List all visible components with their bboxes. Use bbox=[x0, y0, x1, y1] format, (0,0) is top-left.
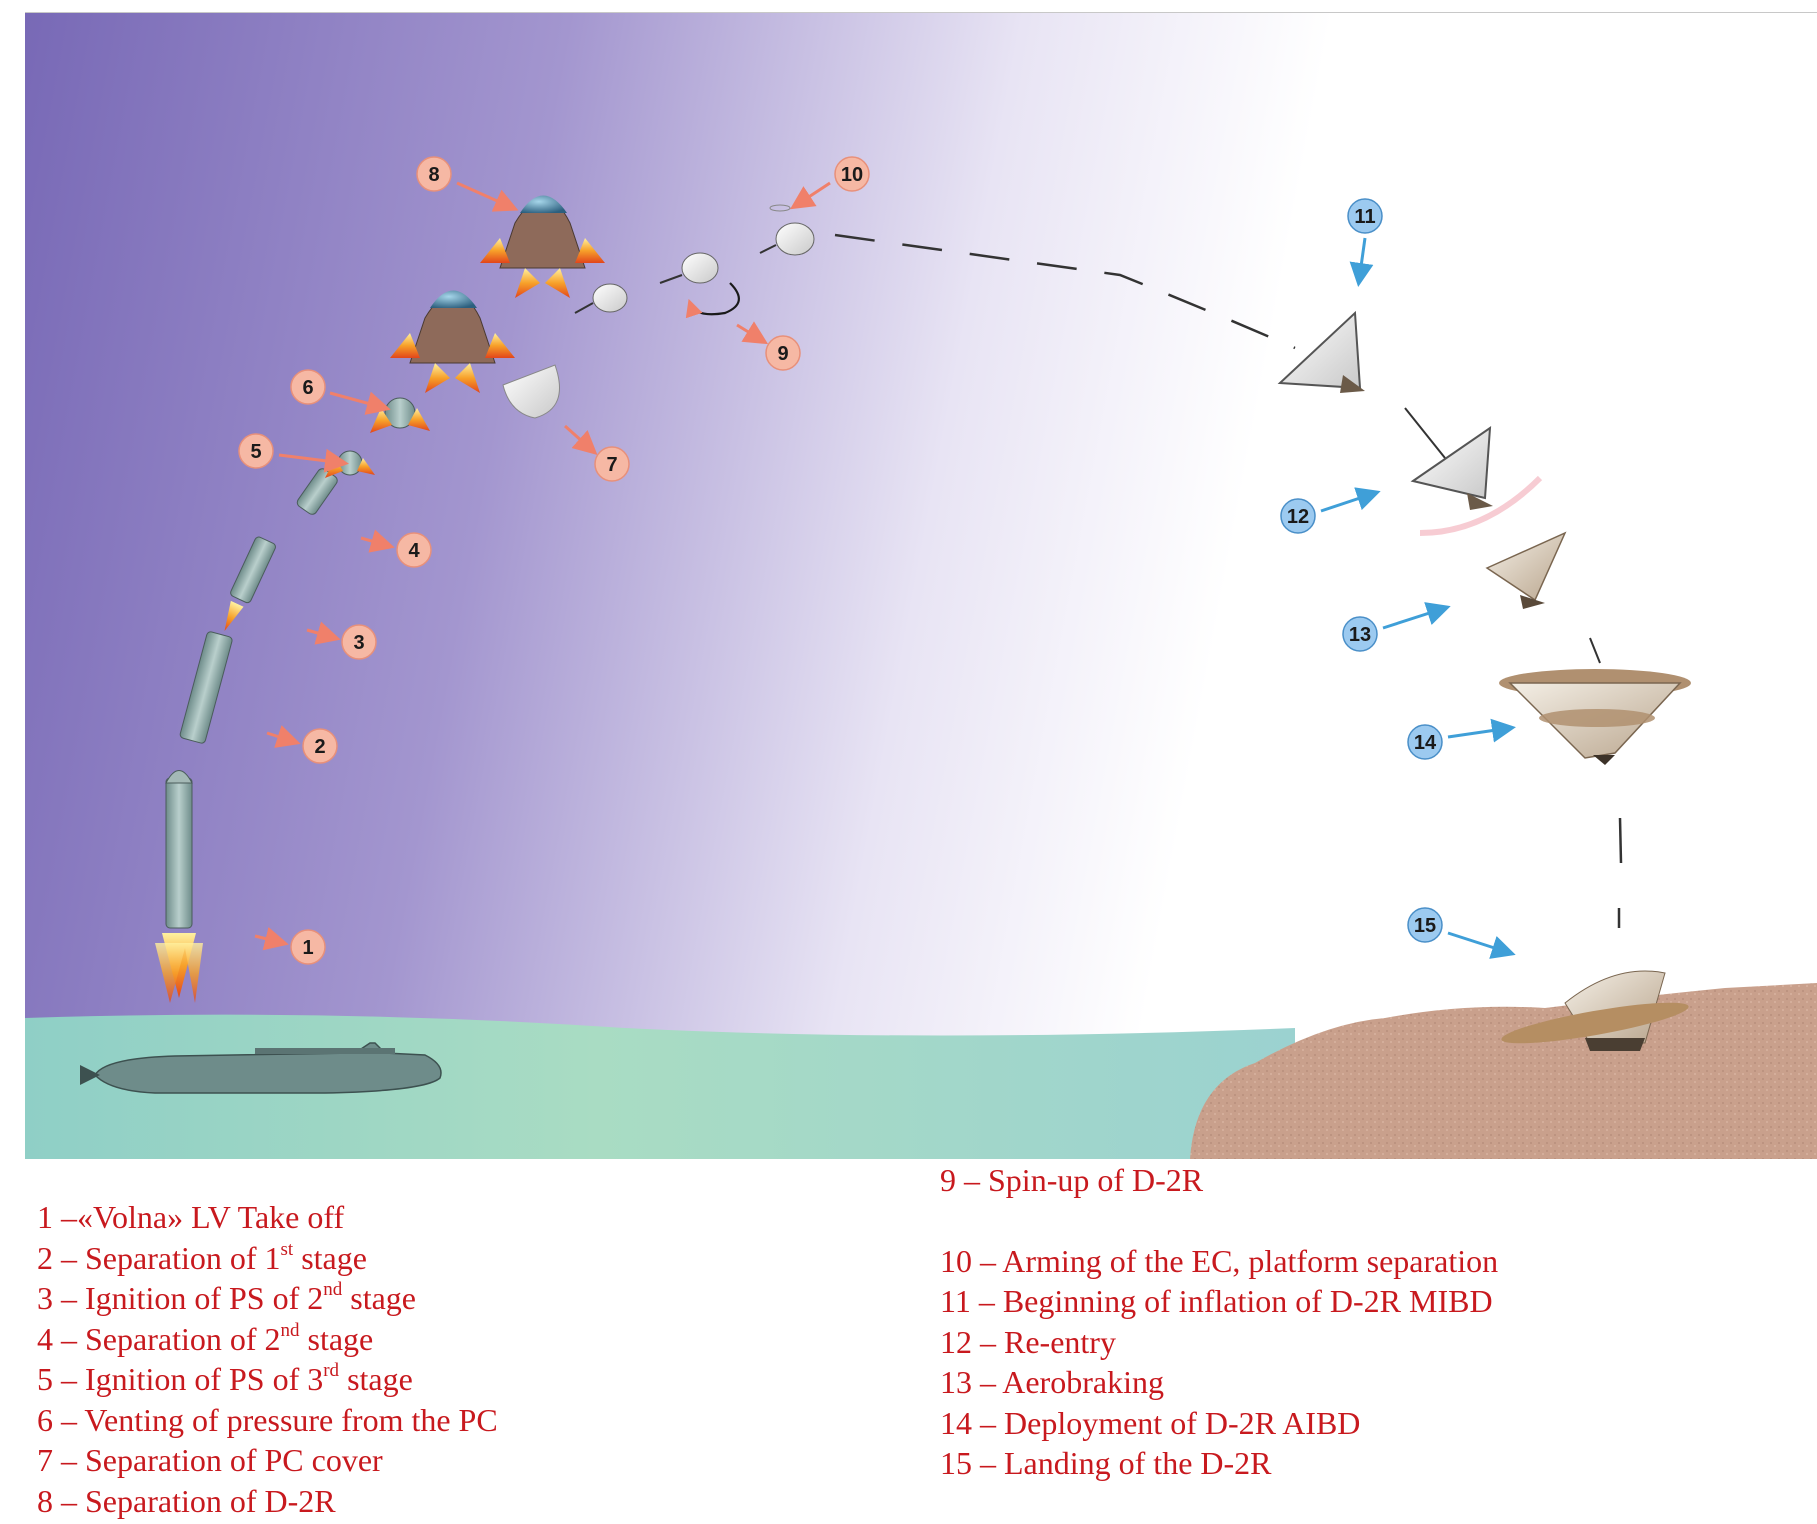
callout-arrow-4 bbox=[360, 529, 395, 553]
rocket-icon bbox=[480, 195, 605, 298]
legend-item-12: 12 – Re-entry bbox=[940, 1323, 1116, 1360]
callout-arrow-3 bbox=[306, 621, 341, 645]
legend-spacer bbox=[940, 1201, 1498, 1241]
reentry-vehicle-icon bbox=[1485, 531, 1567, 609]
step-badge-14 bbox=[1407, 724, 1443, 760]
callout-arrow-7 bbox=[564, 424, 598, 455]
callout-arrow-11 bbox=[1349, 237, 1374, 287]
rocket-icon bbox=[370, 397, 430, 433]
rocket-icon bbox=[155, 770, 203, 1003]
reentry-vehicle-icon bbox=[1277, 310, 1365, 393]
step-badge-number-12: 12 bbox=[1287, 506, 1309, 528]
legend-left-column: 1 –«Volna» LV Take off 2 – Separation of… bbox=[37, 1197, 498, 1521]
callout-arrow-14 bbox=[1447, 718, 1516, 743]
submarine-icon bbox=[80, 1042, 442, 1094]
callout-arrow-13 bbox=[1382, 602, 1451, 630]
reentry-vehicle-icon bbox=[1410, 425, 1543, 536]
step-badge-number-2: 2 bbox=[314, 736, 325, 758]
step-badge-13 bbox=[1342, 616, 1378, 652]
step-badge-1 bbox=[290, 929, 326, 965]
step-badge-number-8: 8 bbox=[428, 164, 439, 186]
step-badge-number-3: 3 bbox=[353, 632, 364, 654]
callout-arrow-1 bbox=[254, 926, 289, 951]
callout-arrow-8 bbox=[456, 181, 519, 212]
legend-item-11: 11 – Beginning of inflation of D-2R MIBD bbox=[940, 1283, 1493, 1319]
legend-right-column: 9 – Spin-up of D-2R 10 – Arming of the E… bbox=[940, 1160, 1498, 1484]
callout-arrow-12 bbox=[1320, 487, 1381, 513]
legend-item-15: 15 – Landing of the D-2R bbox=[940, 1445, 1272, 1481]
legend-item-6: 6 – Venting of pressure from the PC bbox=[37, 1401, 498, 1438]
callout-arrow-2 bbox=[266, 725, 301, 748]
legend-item-4: 4 – Separation of 2nd stage bbox=[37, 1319, 374, 1357]
legend-item-1: 1 –«Volna» LV Take off bbox=[37, 1199, 345, 1235]
pc-cover-icon bbox=[502, 364, 560, 419]
step-badge-5 bbox=[238, 433, 274, 469]
step-badge-number-13: 13 bbox=[1349, 624, 1371, 646]
reentry-vehicle-icon bbox=[659, 252, 719, 284]
step-badge-11 bbox=[1347, 198, 1383, 234]
step-badge-number-7: 7 bbox=[606, 454, 617, 476]
step-badge-6 bbox=[290, 369, 326, 405]
step-badge-3 bbox=[341, 624, 377, 660]
spin-arrow-icon bbox=[685, 282, 740, 319]
legend-item-9: 9 – Spin-up of D-2R bbox=[940, 1162, 1204, 1198]
rocket-icon bbox=[224, 536, 276, 632]
rocket-icon bbox=[390, 290, 515, 393]
step-badge-number-4: 4 bbox=[408, 540, 420, 562]
callout-arrow-5 bbox=[278, 448, 349, 473]
step-badge-9 bbox=[765, 335, 801, 371]
ascent-badges: 1 2 3 4 5 6 7 8 9 10 bbox=[238, 156, 870, 965]
step-badge-4 bbox=[396, 532, 432, 568]
step-badge-10 bbox=[834, 156, 870, 192]
step-badge-number-6: 6 bbox=[302, 377, 313, 399]
step-badge-number-9: 9 bbox=[777, 343, 788, 365]
legend-item-8: 8 – Separation of D-2R bbox=[37, 1482, 336, 1519]
callout-arrow-10 bbox=[789, 181, 831, 210]
legend-item-14: 14 – Deployment of D-2R AIBD bbox=[940, 1404, 1361, 1441]
step-badge-7 bbox=[594, 446, 630, 482]
legend-item-10: 10 – Arming of the EC, platform separati… bbox=[940, 1242, 1499, 1279]
step-badge-number-11: 11 bbox=[1354, 206, 1375, 228]
reentry-vehicle-icon bbox=[1499, 669, 1691, 765]
legend-item-3: 3 – Ignition of PS of 2nd stage bbox=[37, 1279, 416, 1316]
step-badge-number-15: 15 bbox=[1414, 915, 1436, 937]
callout-arrow-6 bbox=[329, 391, 391, 415]
callout-arrow-15 bbox=[1447, 931, 1516, 959]
step-badge-2 bbox=[302, 728, 338, 764]
legend-item-13: 13 – Aerobraking bbox=[940, 1364, 1164, 1400]
descent-badges: 11 12 13 14 15 bbox=[1280, 198, 1516, 959]
callout-arrow-9 bbox=[736, 321, 769, 345]
legend-item-7: 7 – Separation of PC cover bbox=[37, 1442, 383, 1478]
legend-item-5: 5 – Ignition of PS of 3rd stage bbox=[37, 1360, 413, 1397]
step-badge-12 bbox=[1280, 498, 1316, 534]
reentry-vehicle-icon bbox=[1501, 970, 1689, 1051]
reentry-vehicle-icon bbox=[574, 283, 628, 314]
legend-item-2: 2 – Separation of 1st stage bbox=[37, 1238, 367, 1276]
step-badge-number-1: 1 bbox=[302, 937, 313, 959]
reentry-vehicle-icon bbox=[759, 204, 815, 256]
step-badge-8 bbox=[416, 156, 452, 192]
rocket-icon bbox=[179, 631, 233, 744]
step-badge-15 bbox=[1407, 907, 1443, 943]
step-badge-number-14: 14 bbox=[1414, 732, 1437, 754]
step-badge-number-10: 10 bbox=[841, 164, 863, 186]
step-badge-number-5: 5 bbox=[250, 441, 261, 463]
